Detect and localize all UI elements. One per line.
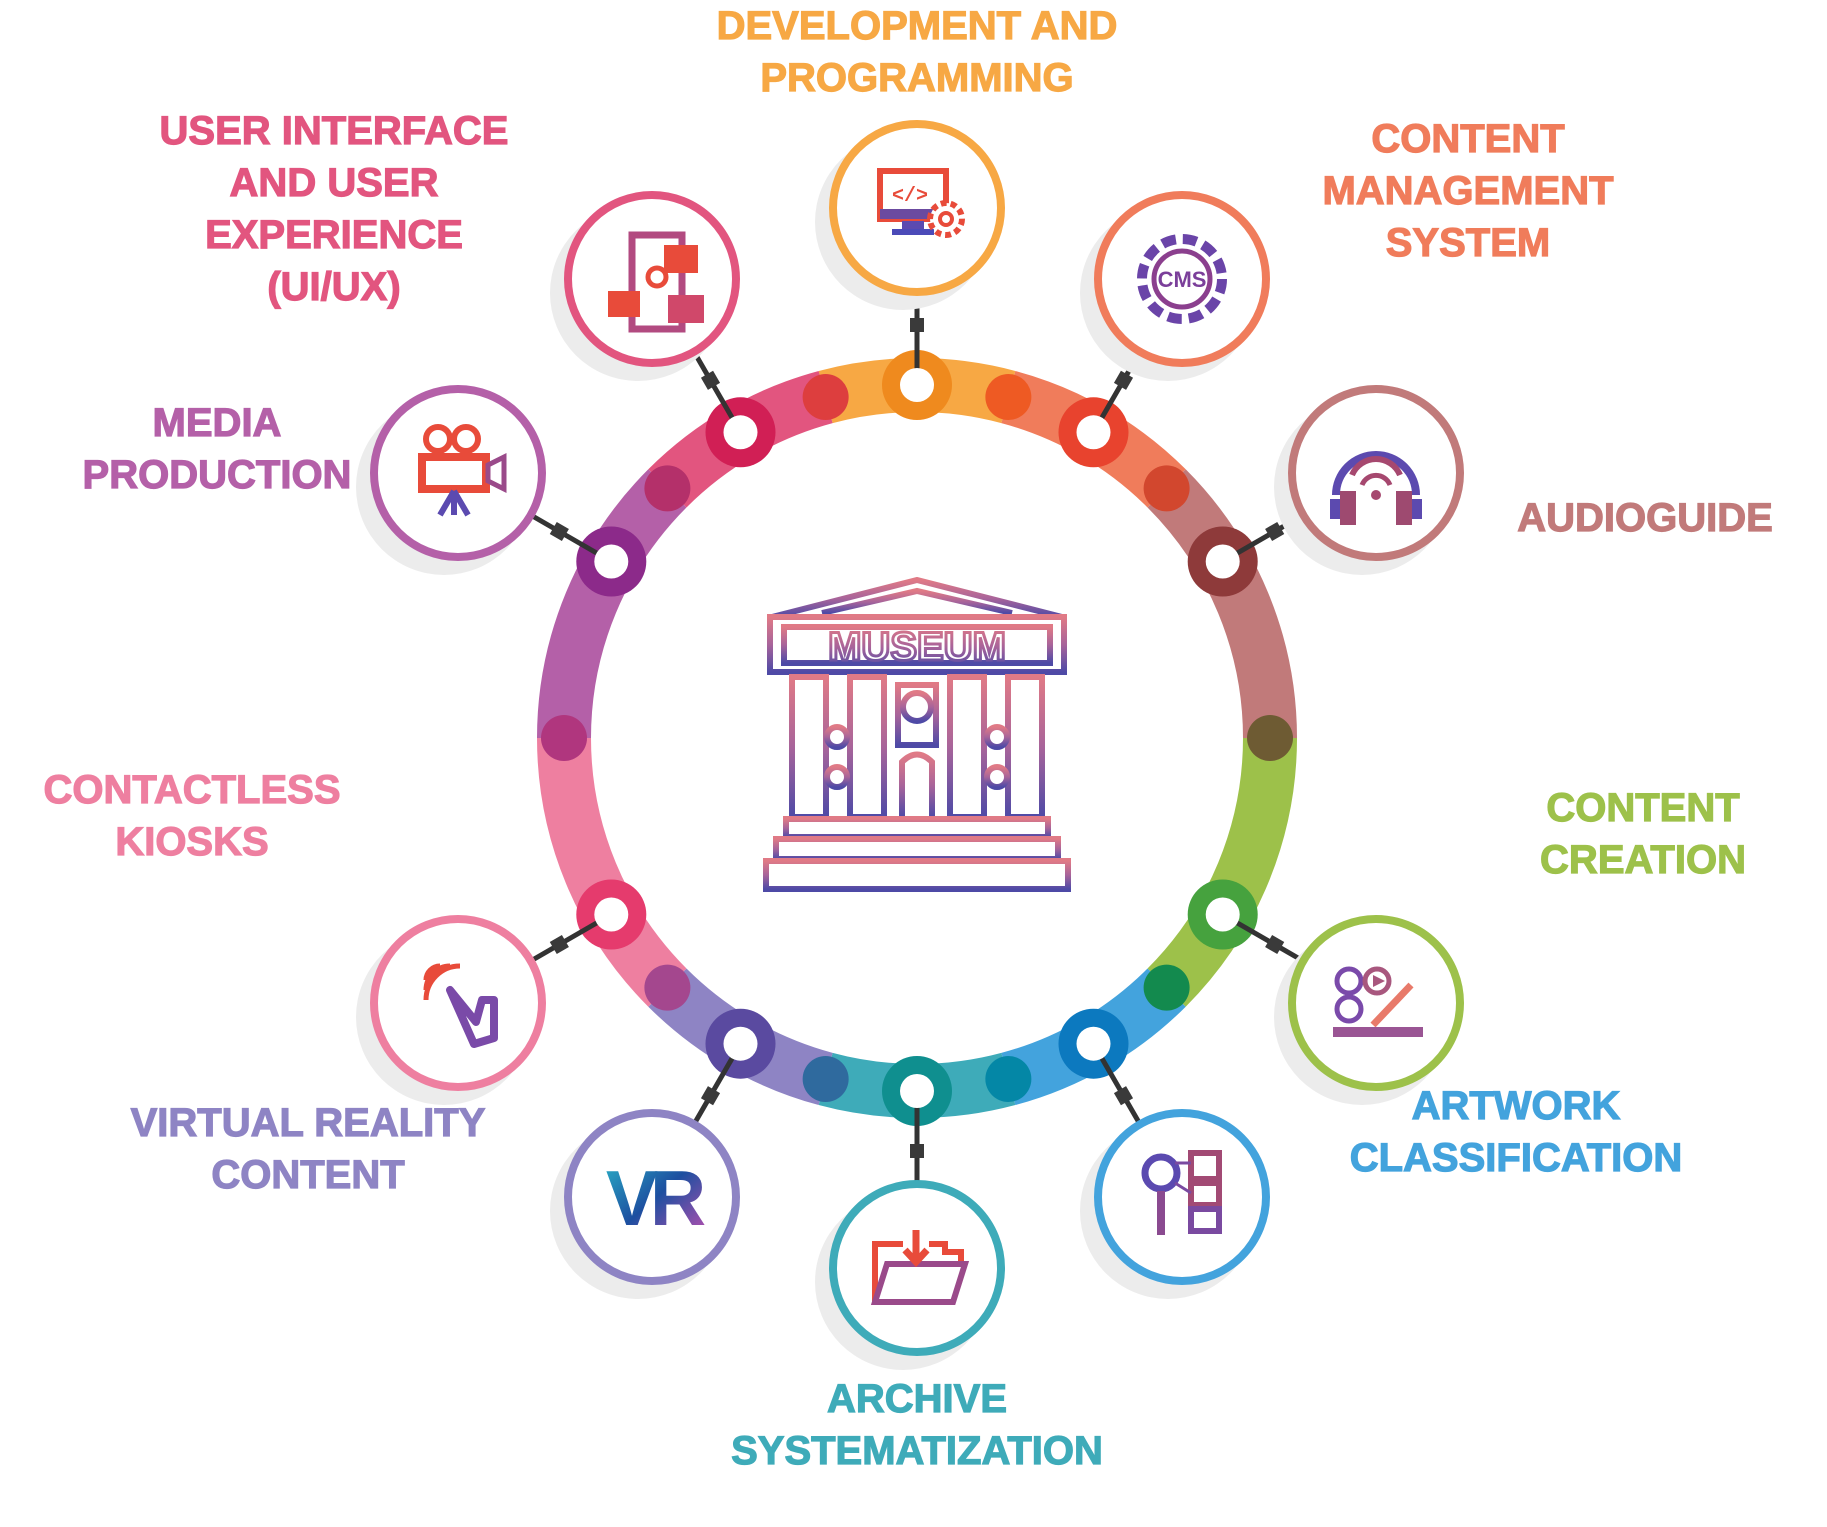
svg-text:</>: </> (892, 185, 928, 208)
label-line: CONTENT (211, 1152, 406, 1197)
label-line: KIOSKS (115, 819, 270, 864)
ring-segment-content-creation (1147, 737, 1297, 1007)
node-dot (1205, 897, 1240, 932)
item-circle-development: </> (829, 120, 1005, 296)
movie-camera-icon (370, 385, 546, 561)
label-line: ARCHIVE (826, 1376, 1008, 1421)
headphones-wifi-icon (1288, 385, 1464, 561)
ring-dot (1247, 715, 1293, 761)
label-line: AND USER (229, 160, 439, 205)
connector-knob (910, 318, 924, 332)
cms-gear-icon: CMS (1094, 191, 1270, 367)
label-line: VIRTUAL REALITY (130, 1100, 486, 1145)
label-line: PRODUCTION (82, 452, 352, 497)
label-line: CONTENT (1371, 116, 1566, 161)
connector-knob (1113, 370, 1134, 390)
label-line: EXPERIENCE (204, 212, 463, 257)
ring-dot (985, 374, 1032, 421)
label-artwork-classification: ARTWORK CLASSIFICATION (1349, 1080, 1683, 1184)
connector-knob (549, 521, 569, 542)
label-line: CLASSIFICATION (1349, 1135, 1683, 1180)
label-line: ARTWORK (1411, 1083, 1621, 1128)
connector-knob (549, 934, 569, 955)
label-cms: CONTENT MANAGEMENT SYSTEM (1322, 113, 1614, 269)
museum-label: MUSEUM (828, 625, 1006, 669)
label-line: MANAGEMENT (1322, 168, 1614, 213)
label-line: AUDIOGUIDE (1517, 495, 1774, 540)
connector-knob (700, 370, 721, 390)
node-dot (723, 415, 758, 450)
museum-building-icon: MUSEUM (762, 576, 1072, 895)
label-line: SYSTEM (1385, 220, 1551, 265)
item-circle-archive (829, 1180, 1005, 1356)
item-circle-uiux (564, 191, 740, 367)
label-line: MEDIA (152, 400, 282, 445)
node-dot (1205, 544, 1240, 579)
node-dot (594, 544, 629, 579)
monitor-code-gear-icon: </> (829, 120, 1005, 296)
label-uiux: USER INTERFACE AND USER EXPERIENCE (UI/UX) (159, 105, 509, 313)
ui-ux-screens-icon (564, 191, 740, 367)
item-circle-content-creation (1287, 915, 1464, 1091)
ring-dot (1143, 465, 1190, 512)
ring-dot (644, 964, 691, 1011)
connector-knob (1265, 934, 1285, 955)
item-circle-media (370, 385, 546, 561)
node-dot (900, 1074, 934, 1108)
connector-knob (910, 1144, 924, 1158)
label-vr: VIRTUAL REALITY CONTENT (130, 1097, 486, 1201)
svg-text:CMS: CMS (1158, 267, 1207, 292)
ring-segment-audioguide (1147, 469, 1297, 739)
folder-download-icon (829, 1180, 1005, 1356)
contactless-hand-icon (370, 915, 546, 1091)
label-kiosks: CONTACTLESS KIOSKS (43, 764, 341, 868)
item-circle-artwork-classification (1094, 1108, 1270, 1285)
label-line: CREATION (1539, 837, 1746, 882)
ring-segment-kiosks (537, 737, 687, 1007)
label-development: DEVELOPMENT AND PROGRAMMING (716, 0, 1118, 104)
ring-dot (802, 374, 849, 421)
connector-knob (1113, 1086, 1134, 1106)
item-circle-audioguide (1287, 385, 1464, 561)
magnifier-documents-icon (1094, 1109, 1270, 1285)
label-line: DEVELOPMENT AND (716, 3, 1118, 48)
label-line: CONTACTLESS (43, 767, 341, 812)
ring-dot (802, 1055, 849, 1102)
content-creation-icon (1288, 915, 1464, 1091)
ring-segment-media (537, 469, 687, 739)
node-dot (1076, 415, 1111, 450)
ring-dot (644, 465, 691, 512)
item-circle-cms: CMS (1094, 191, 1270, 367)
connector-knob (1265, 521, 1285, 542)
label-archive: ARCHIVE SYSTEMATIZATION (730, 1373, 1103, 1477)
connector-knob (700, 1086, 721, 1106)
ring-dot (541, 715, 587, 761)
node-dot (1076, 1026, 1111, 1061)
node-dot (594, 897, 629, 932)
label-line: PROGRAMMING (760, 55, 1075, 100)
label-line: CONTENT (1546, 785, 1741, 830)
ring-dot (985, 1055, 1032, 1102)
label-line: SYSTEMATIZATION (730, 1428, 1103, 1473)
label-line: USER INTERFACE (159, 108, 509, 153)
item-circle-kiosks (370, 915, 546, 1091)
label-audioguide: AUDIOGUIDE (1517, 492, 1774, 544)
item-circle-vr: VR (564, 1108, 740, 1285)
label-media: MEDIA PRODUCTION (82, 397, 352, 501)
ring-dot (1143, 964, 1190, 1011)
node-dot (723, 1026, 758, 1061)
vr-letters-icon: VR (564, 1109, 740, 1285)
label-content-creation: CONTENT CREATION (1539, 782, 1746, 886)
svg-text:VR: VR (606, 1154, 705, 1242)
label-line: (UI/UX) (267, 264, 402, 309)
node-dot (900, 368, 934, 402)
